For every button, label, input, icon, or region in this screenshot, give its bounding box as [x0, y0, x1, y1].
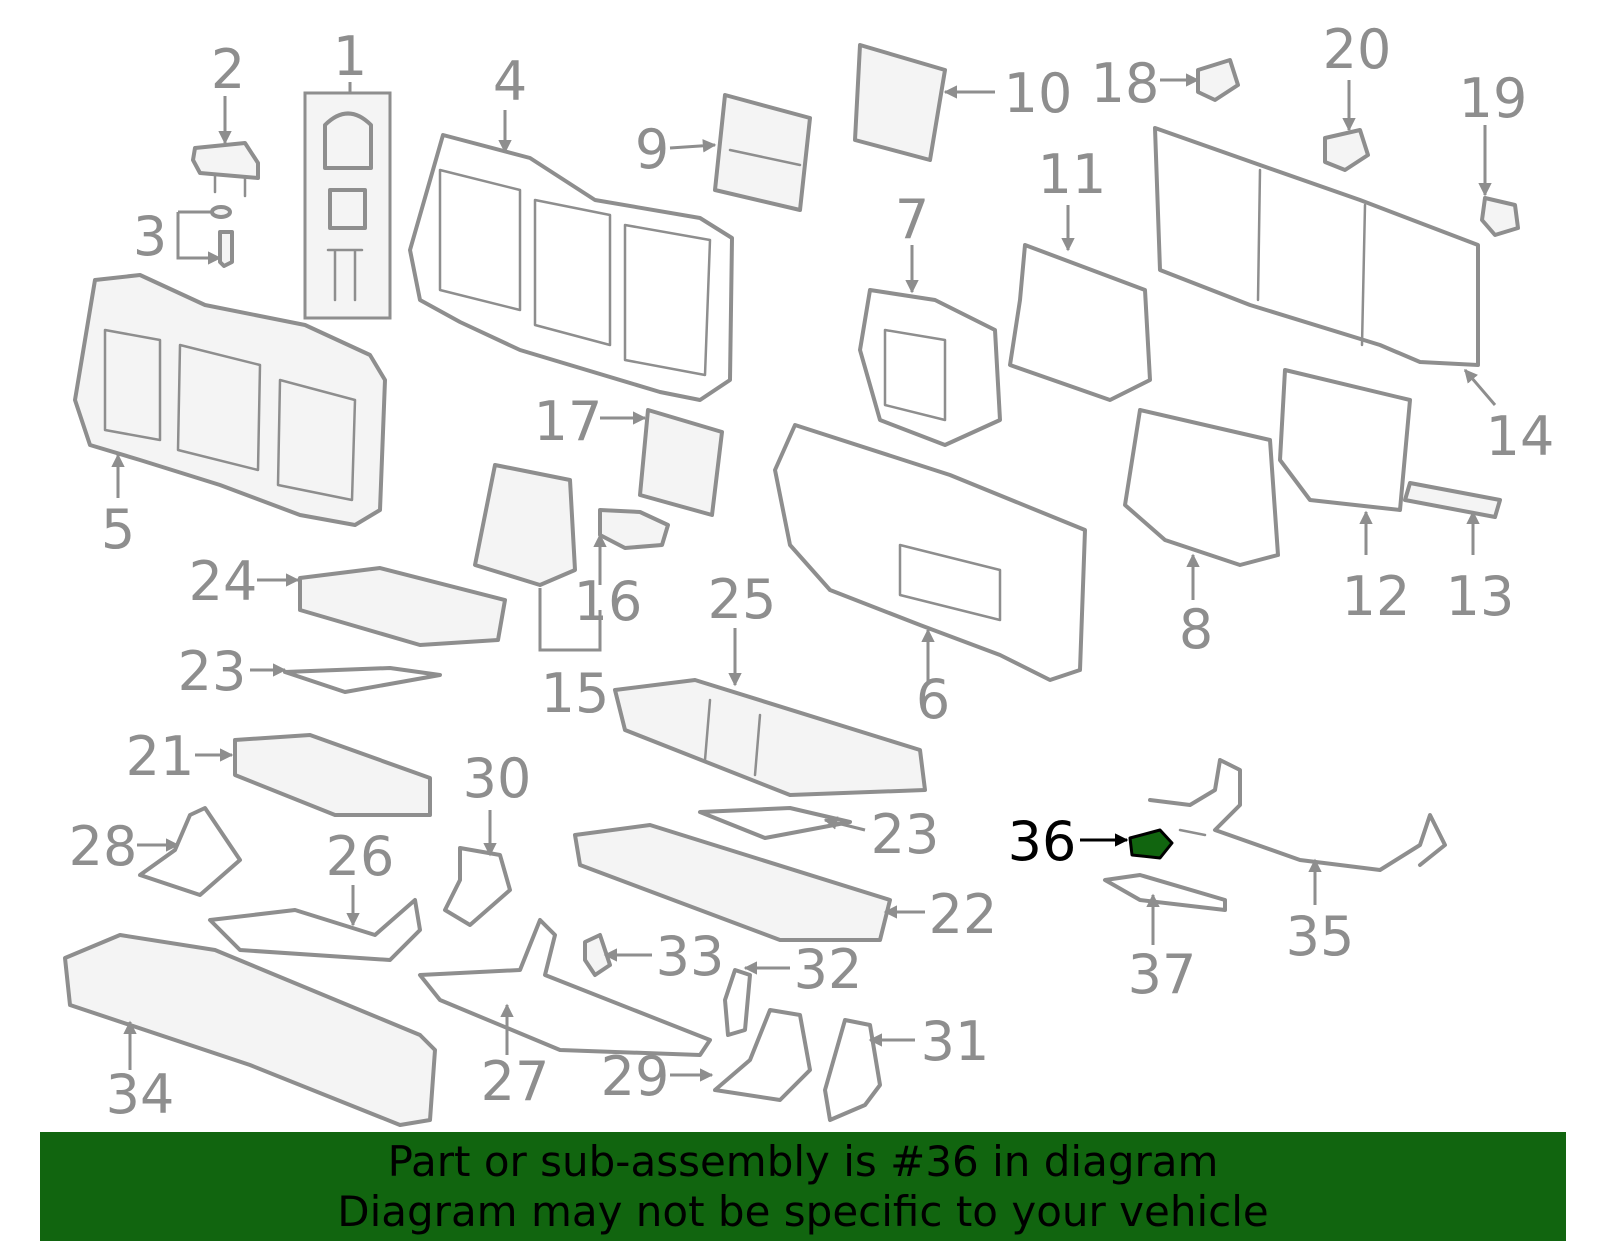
callout-14: 14 — [1486, 405, 1555, 468]
part-2-headrest — [191, 141, 260, 198]
callout-31: 31 — [921, 1010, 990, 1073]
banner-line-1: Part or sub-assembly is #36 in diagram — [387, 1136, 1219, 1186]
part-13-strip — [1403, 481, 1502, 519]
callout-17: 17 — [534, 390, 603, 453]
part-19-hinge — [1480, 196, 1520, 237]
part-30-bracket — [443, 846, 512, 927]
part-34-seat-base — [63, 933, 437, 1127]
callout-37: 37 — [1128, 943, 1197, 1006]
part-33-clip — [583, 933, 612, 977]
part-24-cushion — [298, 566, 507, 647]
callout-5: 5 — [101, 498, 135, 561]
part-8-panel — [1123, 408, 1280, 567]
callout-32: 32 — [794, 938, 863, 1001]
part-10-panel — [853, 43, 947, 162]
part-27-frame — [418, 918, 712, 1057]
callout-30: 30 — [463, 747, 532, 810]
part-12-panel — [1278, 368, 1412, 512]
callout-11: 11 — [1038, 143, 1107, 206]
callout-33: 33 — [656, 925, 725, 988]
banner-line-2: Diagram may not be specific to your vehi… — [337, 1186, 1269, 1236]
part-16-cupholder — [598, 508, 670, 550]
callout-1: 1 — [333, 25, 367, 88]
part-29-bracket — [713, 1008, 812, 1102]
callout-13: 13 — [1446, 565, 1515, 628]
callout-23-upper: 23 — [178, 640, 247, 703]
callout-3: 3 — [133, 205, 167, 268]
part-20-hinge — [1323, 128, 1370, 172]
callout-12: 12 — [1342, 565, 1411, 628]
callout-8: 8 — [1179, 598, 1213, 661]
part-26-frame — [208, 898, 422, 962]
callout-34: 34 — [106, 1063, 175, 1126]
callout-20: 20 — [1323, 18, 1392, 81]
part-31-cover — [823, 1018, 882, 1122]
callout-29: 29 — [601, 1045, 670, 1108]
part-23-pad-upper — [283, 666, 442, 694]
callout-2: 2 — [211, 38, 245, 101]
callout-15: 15 — [541, 662, 610, 725]
callout-22: 22 — [929, 883, 998, 946]
callout-35: 35 — [1286, 905, 1355, 968]
callout-19: 19 — [1459, 67, 1528, 130]
callout-10: 10 — [1004, 62, 1073, 125]
part-23-pad-lower — [698, 806, 852, 840]
callout-7: 7 — [895, 188, 929, 251]
callout-labels: 1 2 3 4 5 6 7 8 9 10 11 12 13 14 15 16 1… — [69, 18, 1555, 1126]
part-15-armrest — [473, 463, 577, 587]
part-4-seat-back-frame — [408, 133, 734, 402]
callout-26: 26 — [326, 825, 395, 888]
part-9-panel — [713, 93, 812, 212]
callout-24: 24 — [189, 550, 258, 613]
callout-21: 21 — [126, 725, 195, 788]
callout-27: 27 — [481, 1050, 550, 1113]
info-banner: Part or sub-assembly is #36 in diagram D… — [40, 1132, 1566, 1241]
callout-23-lower: 23 — [871, 803, 940, 866]
part-11-panel — [1008, 243, 1152, 402]
part-7-bracket — [858, 288, 1002, 447]
callout-16: 16 — [574, 570, 643, 633]
part-18-hinge — [1196, 58, 1240, 102]
part-5-seat-back-cushion — [73, 273, 387, 527]
part-22-cushion-pan — [573, 823, 892, 942]
part-14-rear-panel — [1153, 126, 1480, 367]
callout-4: 4 — [493, 50, 527, 113]
part-32-bracket — [723, 968, 752, 1037]
part-6-seat-frame — [773, 423, 1087, 682]
callout-25: 25 — [708, 568, 777, 631]
part-36-highlighted — [1128, 828, 1174, 860]
part-21-cushion — [233, 733, 432, 817]
callout-36: 36 — [1008, 810, 1077, 873]
part-35-wiring-harness — [1148, 758, 1447, 872]
callout-9: 9 — [635, 118, 669, 181]
leader-lines — [111, 73, 1497, 1082]
part-37-bracket — [1103, 873, 1227, 912]
part-25-cushion — [613, 678, 927, 797]
part-1-headrest-kit — [303, 91, 392, 320]
part-28-bracket — [138, 806, 242, 897]
callout-18: 18 — [1091, 52, 1160, 115]
part-17-panel — [638, 408, 724, 517]
callout-28: 28 — [69, 815, 138, 878]
callout-6: 6 — [916, 668, 950, 731]
